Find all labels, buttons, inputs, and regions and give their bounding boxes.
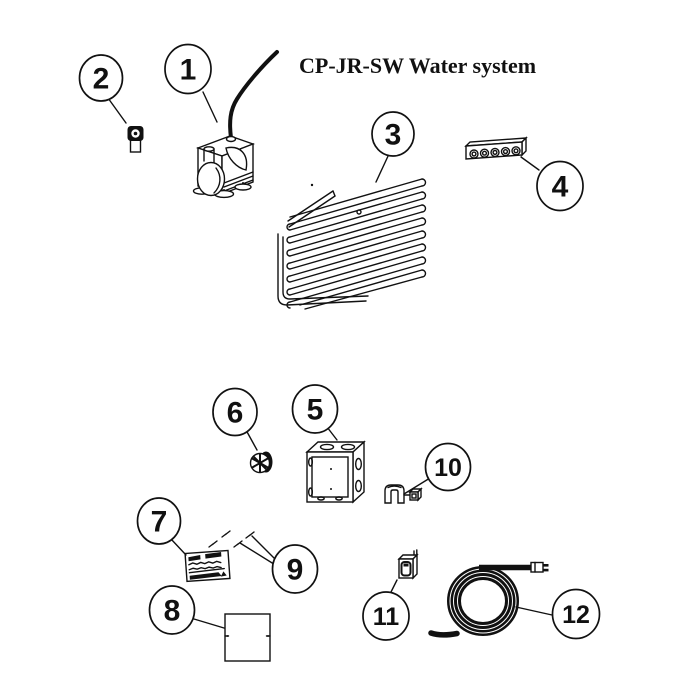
box-edge-slot-top bbox=[308, 457, 314, 467]
callout-2-number: 2 bbox=[93, 63, 110, 96]
box-dot-bottom bbox=[330, 488, 332, 490]
leader-4 bbox=[520, 156, 540, 171]
coil-tube-runs bbox=[289, 178, 423, 310]
cable-tail bbox=[428, 630, 460, 638]
part-instruction-label bbox=[184, 549, 231, 583]
callout-12: 12 bbox=[551, 588, 601, 640]
box-top-hole-right bbox=[340, 443, 356, 451]
impeller-hub bbox=[258, 461, 262, 465]
callout-12-number: 12 bbox=[562, 601, 590, 629]
callout-6-number: 6 bbox=[227, 397, 244, 430]
leader-9b bbox=[239, 542, 278, 567]
cable-coil bbox=[447, 566, 519, 636]
part-screws bbox=[208, 530, 255, 548]
part-mounting-box bbox=[305, 440, 366, 504]
clip-top-line bbox=[387, 485, 402, 489]
label-text-row-2 bbox=[188, 560, 222, 566]
fitting-body bbox=[129, 139, 142, 153]
plate-outline bbox=[224, 613, 271, 662]
callout-6: 6 bbox=[212, 387, 258, 437]
label-text-block-1 bbox=[188, 554, 201, 562]
part-rocker-switch bbox=[397, 549, 419, 580]
callout-8-number: 8 bbox=[164, 595, 181, 628]
box-edge-slot-bottom bbox=[308, 487, 314, 497]
label-warning-triangle bbox=[220, 571, 227, 577]
callout-1-number: 1 bbox=[180, 54, 197, 87]
box-side-hole-bottom bbox=[355, 479, 363, 493]
callout-4-number: 4 bbox=[552, 171, 569, 204]
label-text-block-2 bbox=[205, 551, 222, 559]
part-water-pump bbox=[192, 50, 279, 199]
callout-2: 2 bbox=[78, 54, 124, 102]
clip-nut bbox=[408, 487, 423, 502]
callout-7-number: 7 bbox=[151, 506, 168, 539]
label-text-row-3 bbox=[188, 565, 222, 571]
callout-9: 9 bbox=[271, 544, 319, 594]
callout-5-number: 5 bbox=[307, 394, 324, 427]
callout-11: 11 bbox=[362, 591, 410, 641]
screw bbox=[221, 530, 231, 538]
leader-lines bbox=[107, 91, 553, 629]
callout-10-number: 10 bbox=[434, 454, 462, 482]
part-serpentine-coil bbox=[277, 178, 427, 310]
callout-5: 5 bbox=[291, 384, 339, 434]
callout-3-number: 3 bbox=[385, 119, 402, 152]
callouts: 1 2 3 4 5 6 7 8 bbox=[78, 43, 601, 641]
leader-1 bbox=[202, 91, 218, 123]
coil-right-bends bbox=[421, 178, 427, 278]
callout-7: 7 bbox=[136, 497, 182, 545]
part-small-fitting bbox=[127, 126, 144, 153]
leader-12 bbox=[515, 606, 553, 616]
leader-2 bbox=[107, 97, 127, 124]
fitting-eyelet-center bbox=[133, 131, 138, 136]
callout-9-number: 9 bbox=[287, 554, 304, 587]
callout-10: 10 bbox=[424, 442, 472, 492]
stray-dot bbox=[310, 183, 314, 187]
screw bbox=[245, 531, 255, 539]
box-side-hole-top bbox=[355, 457, 363, 471]
pump-intake-cutout bbox=[225, 146, 248, 171]
strip-clip-loops bbox=[469, 146, 521, 159]
part-impeller bbox=[249, 451, 273, 474]
leader-3 bbox=[375, 153, 390, 183]
label-text-row-4 bbox=[188, 567, 225, 574]
leader-7 bbox=[170, 538, 187, 556]
screw bbox=[208, 540, 218, 548]
pump-volute-swirl bbox=[213, 167, 221, 194]
box-side-face bbox=[352, 440, 365, 504]
box-front-opening bbox=[311, 456, 349, 498]
diagram-title: CP-JR-SW Water system bbox=[299, 53, 536, 78]
part-tube-clamp-strip bbox=[464, 136, 528, 160]
part-retaining-clip bbox=[384, 484, 423, 504]
part-square-plate bbox=[224, 613, 271, 662]
box-bottom-slot-right bbox=[335, 496, 343, 501]
clip-body bbox=[384, 484, 405, 504]
leader-9a bbox=[251, 535, 278, 562]
callout-3: 3 bbox=[371, 111, 415, 157]
cable-connector bbox=[530, 561, 549, 573]
callout-4: 4 bbox=[536, 160, 584, 212]
pump-outlet-neck bbox=[203, 146, 215, 164]
label-text-row-5 bbox=[189, 572, 222, 580]
callout-1: 1 bbox=[164, 43, 212, 95]
coil-inlet-stub bbox=[287, 190, 336, 228]
leader-6 bbox=[245, 429, 258, 451]
callout-8: 8 bbox=[148, 585, 196, 635]
coil-top-hole bbox=[356, 209, 362, 215]
pump-power-cable bbox=[228, 50, 279, 140]
part-coiled-cable bbox=[428, 561, 549, 638]
pump-cable-grommet bbox=[225, 135, 237, 143]
box-dot-top bbox=[330, 468, 332, 470]
coil-outer-tube bbox=[277, 233, 369, 306]
switch-rocker bbox=[400, 561, 412, 577]
leader-10 bbox=[403, 477, 431, 495]
callout-11-number: 11 bbox=[373, 603, 400, 631]
box-top-hole-left bbox=[319, 443, 335, 451]
leader-8 bbox=[193, 618, 225, 629]
box-bottom-slot-left bbox=[317, 496, 325, 501]
coil-left-bends bbox=[286, 223, 291, 309]
switch-rocker-mark bbox=[403, 563, 409, 567]
